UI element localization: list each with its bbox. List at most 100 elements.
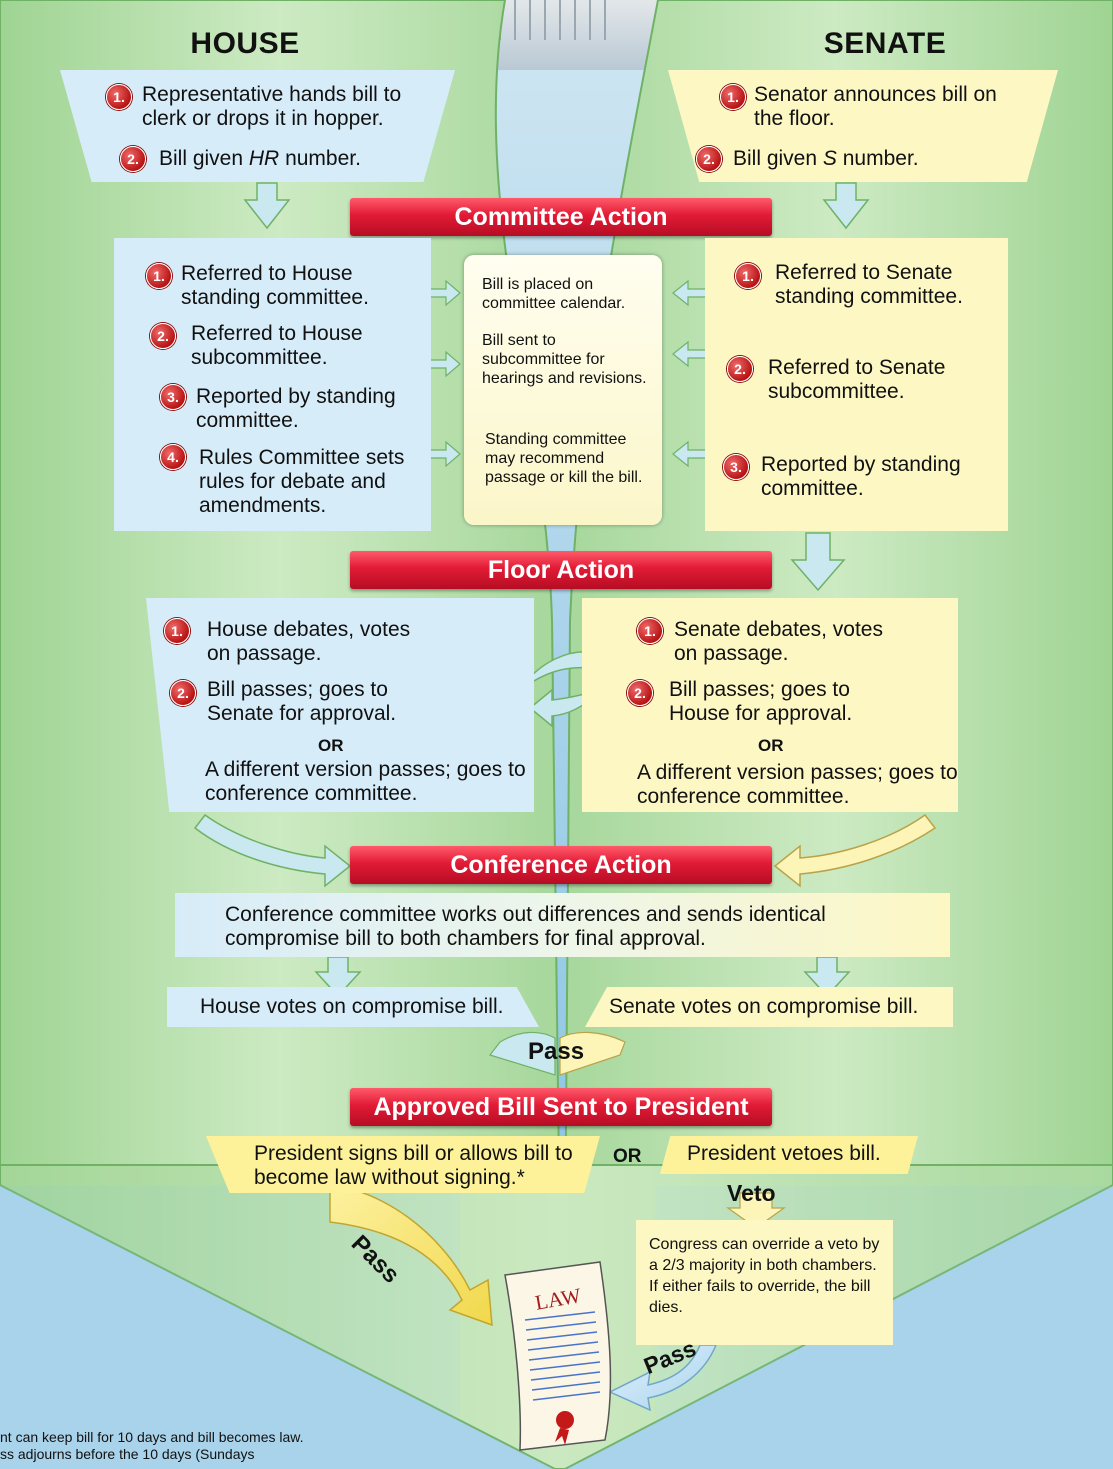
step-badge: 2. — [120, 146, 146, 172]
step-text-post: number. — [836, 147, 919, 170]
center-text-subcommittee: Bill sent to subcommittee for hearings a… — [482, 332, 647, 387]
override-box: Congress can override a veto by a 2/3 ma… — [636, 1220, 893, 1345]
senate-floor-box: 1. Senate debates, votes on passage. 2. … — [582, 598, 958, 812]
step-badge: 1. — [164, 618, 190, 644]
senate-committee-step-3: Reported by standing committee. — [761, 453, 981, 501]
center-text-calendar: Bill is placed on committee calendar. — [482, 276, 626, 312]
step-text-post: number. — [279, 147, 361, 170]
house-vote-text: House votes on compromise bill. — [200, 995, 504, 1018]
footnote: nt can keep bill for 10 days and bill be… — [0, 1429, 450, 1463]
step-text: A different version passes; goes to conf… — [205, 758, 526, 805]
house-floor-alt: A different version passes; goes to conf… — [205, 758, 534, 806]
president-veto-text: President vetoes bill. — [687, 1142, 881, 1165]
president-or: OR — [613, 1146, 642, 1167]
step-text-pre: Bill given — [733, 147, 823, 170]
step-text: Reported by standing committee. — [761, 453, 961, 500]
step-text: Senator announces bill on the floor. — [754, 83, 997, 130]
house-committee-step-3: Reported by standing committee. — [196, 385, 416, 433]
step-text: Bill passes; goes to House for approval. — [669, 678, 853, 725]
committee-action-banner: Committee Action — [350, 198, 772, 236]
senate-floor-or: OR — [758, 736, 784, 755]
house-vote-box: House votes on compromise bill. — [167, 987, 539, 1027]
pass-merge-right — [559, 1031, 626, 1076]
step-badge: 1. — [146, 263, 172, 289]
step-badge: 1. — [637, 618, 663, 644]
side-arrows — [424, 279, 708, 468]
conference-action-banner: Conference Action — [350, 846, 772, 884]
house-floor-step-1: House debates, votes on passage. — [207, 618, 417, 666]
step-text: Referred to Senate subcommittee. — [768, 356, 946, 403]
step-text: Rules Committee sets rules for debate an… — [199, 446, 405, 517]
house-committee-box: 1. Referred to House standing committee.… — [114, 238, 431, 531]
step-text: Referred to House standing committee. — [181, 262, 369, 309]
veto-arrow — [726, 1192, 786, 1229]
house-committee-step-2: Referred to House subcommittee. — [191, 322, 411, 370]
senate-floor-step-2: Bill passes; goes to House for approval. — [669, 678, 899, 726]
house-intro-step-1: Representative hands bill to clerk or dr… — [142, 83, 442, 131]
step-badge: 2. — [170, 680, 196, 706]
senate-committee-box: 1. Referred to Senate standing committee… — [705, 238, 1008, 531]
senate-to-conference-arrow — [773, 813, 937, 888]
step-text: Senate debates, votes on passage. — [674, 618, 883, 665]
law-document-icon — [504, 1261, 612, 1451]
pass-label-center: Pass — [528, 1038, 585, 1065]
step-badge: 2. — [727, 356, 753, 382]
step-text-em: HR — [248, 147, 280, 170]
senate-committee-step-1: Referred to Senate standing committee. — [775, 261, 1005, 309]
step-text: Referred to House subcommittee. — [191, 322, 363, 369]
step-badge: 3. — [160, 384, 186, 410]
senate-floor-step-1: Senate debates, votes on passage. — [674, 618, 884, 666]
president-veto-box: President vetoes bill. — [660, 1136, 918, 1174]
step-text: Bill passes; goes to Senate for approval… — [207, 678, 397, 725]
step-badge: 4. — [160, 444, 186, 470]
house-to-conference-arrow — [193, 813, 352, 888]
step-badge: 2. — [627, 680, 653, 706]
house-intro-box: 1. Representative hands bill to clerk or… — [60, 70, 455, 182]
step-text-em: S — [822, 147, 837, 170]
sign-pass-arrow — [329, 1184, 493, 1327]
conference-text: Conference committee works out differenc… — [225, 903, 925, 951]
center-text-recommend: Standing committee may recommend passage… — [485, 431, 643, 486]
president-banner: Approved Bill Sent to President — [350, 1088, 772, 1126]
step-badge: 3. — [723, 454, 749, 480]
step-badge: 2. — [150, 323, 176, 349]
step-text: Representative hands bill to clerk or dr… — [142, 83, 402, 130]
senate-intro-step-1: Senator announces bill on the floor. — [754, 83, 1024, 131]
house-floor-or: OR — [318, 736, 344, 755]
house-intro-step-2: Bill given HR number. — [159, 147, 439, 171]
senate-intro-box: 1. Senator announces bill on the floor. … — [668, 70, 1058, 182]
pass-merge-left — [488, 1031, 556, 1076]
house-committee-step-1: Referred to House standing committee. — [181, 262, 426, 310]
step-text: Referred to Senate standing committee. — [775, 261, 963, 308]
step-badge: 1. — [720, 84, 746, 110]
footnote-line-2: ss adjourns before the 10 days (Sundays — [0, 1446, 255, 1462]
senate-vote-text: Senate votes on compromise bill. — [609, 995, 919, 1018]
override-pass-arrow — [608, 1344, 718, 1412]
house-committee-step-4: Rules Committee sets rules for debate an… — [199, 446, 424, 518]
step-text-pre: Bill given — [159, 147, 249, 170]
house-floor-step-2: Bill passes; goes to Senate for approval… — [207, 678, 437, 726]
step-badge: 1. — [735, 263, 761, 289]
senate-title: SENATE — [823, 27, 947, 60]
step-badge: 2. — [696, 146, 722, 172]
president-sign-box: President signs bill or allows bill to b… — [206, 1136, 600, 1193]
house-floor-box: 1. House debates, votes on passage. 2. B… — [146, 598, 534, 812]
step-text: House debates, votes on passage. — [207, 618, 411, 665]
house-title: HOUSE — [190, 27, 300, 60]
senate-intro-step-2: Bill given S number. — [733, 147, 1013, 171]
step-text: A different version passes; goes to conf… — [637, 761, 958, 808]
override-text: Congress can override a veto by a 2/3 ma… — [649, 1236, 880, 1316]
step-text: Reported by standing committee. — [196, 385, 396, 432]
president-sign-text: President signs bill or allows bill to b… — [254, 1142, 573, 1189]
step-badge: 1. — [106, 84, 132, 110]
conference-box: Conference committee works out differenc… — [175, 893, 950, 957]
down-arrows — [243, 182, 870, 998]
step-text: Conference committee works out differenc… — [225, 903, 826, 950]
senate-vote-box: Senate votes on compromise bill. — [585, 987, 953, 1027]
veto-label: Veto — [727, 1180, 776, 1206]
senate-floor-alt: A different version passes; goes to conf… — [637, 761, 958, 809]
floor-action-banner: Floor Action — [350, 551, 772, 589]
senate-committee-step-2: Referred to Senate subcommittee. — [768, 356, 973, 404]
footnote-line-1: nt can keep bill for 10 days and bill be… — [0, 1429, 304, 1445]
